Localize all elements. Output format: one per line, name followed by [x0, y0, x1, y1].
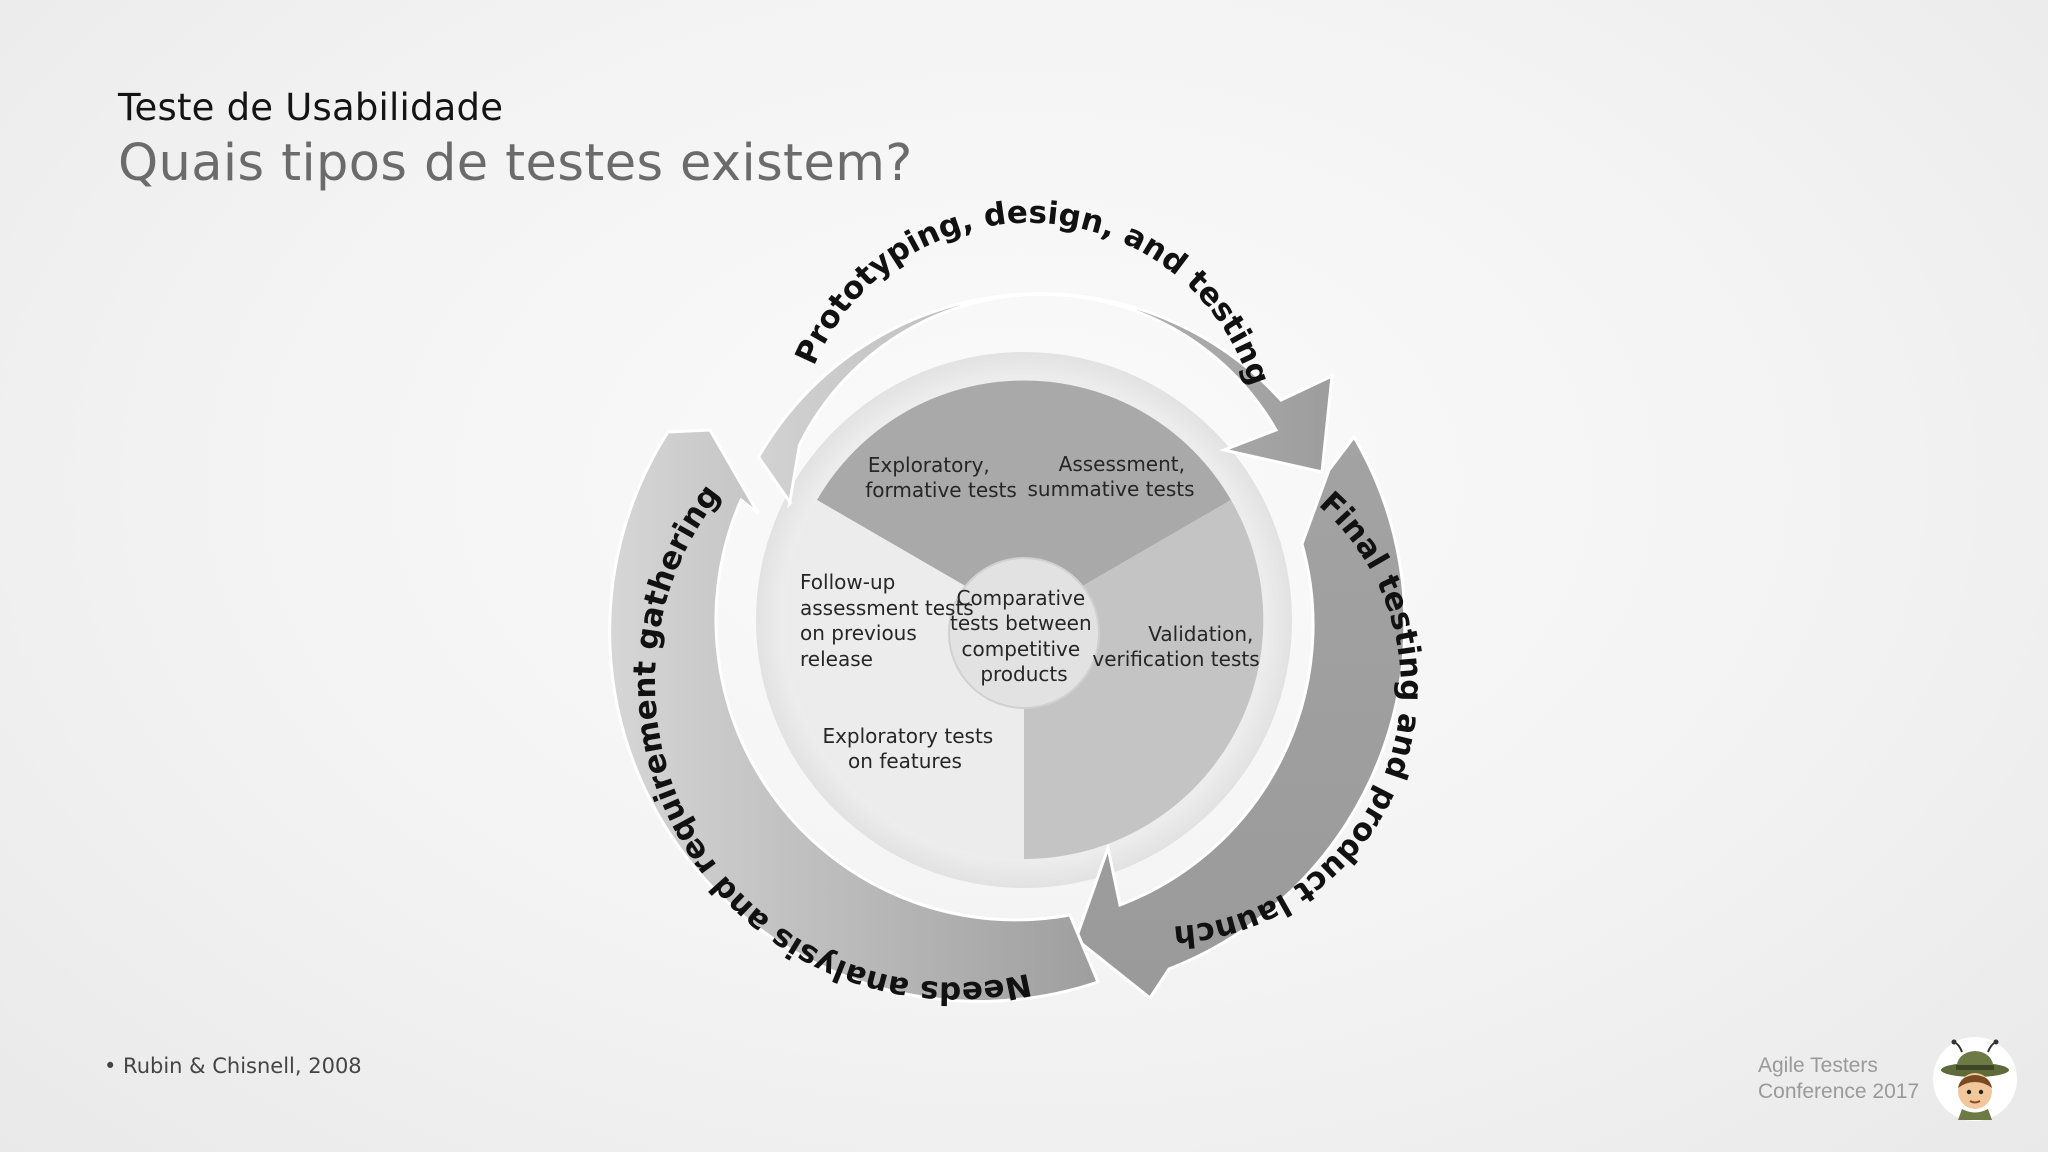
test-type-comparative: Comparative tests between competitive pr…: [950, 586, 1098, 686]
slide-subtitle: Quais tipos de testes existem?: [118, 134, 913, 193]
test-type-exploratory-features: Exploratory tests on features: [822, 724, 999, 773]
citation: • Rubin & Chisnell, 2008: [104, 1054, 362, 1078]
slide-title: Teste de Usabilidade: [118, 86, 504, 129]
phase-arrow-prototyping: [756, 292, 1334, 509]
conference-name-line2: Conference 2017: [1758, 1080, 1920, 1103]
conference-name: Agile Testers Conference 2017: [1758, 1053, 1919, 1105]
test-type-follow-up: Follow-up assessment tests on previous r…: [800, 570, 980, 671]
test-type-validation: Validation, verification tests: [1092, 622, 1259, 671]
phase-arrow-needs-analysis: [608, 428, 1101, 1003]
test-type-exploratory-formative: Exploratory, formative tests: [865, 453, 1017, 502]
test-type-assessment-summative: Assessment, summative tests: [1027, 452, 1194, 501]
explorer-hat-mascot-icon: [1933, 1037, 2017, 1121]
center-circle: [948, 557, 1100, 709]
sector-exploratory-assessment: [817, 380, 1231, 620]
conference-name-line1: Agile Testers: [1758, 1054, 1878, 1077]
phase-arrow-final-testing: [1074, 434, 1407, 1001]
